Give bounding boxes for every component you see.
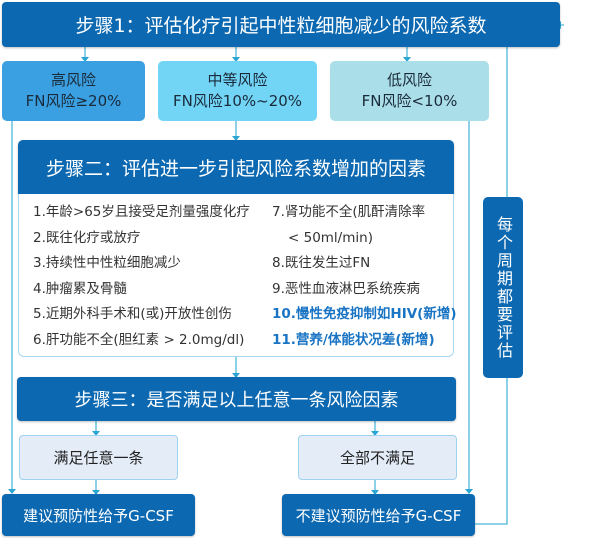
cycle-note-box: 每个周期都要评估 [483,197,523,378]
factor-item: < 50ml/min) [288,229,373,246]
step1-header: 步骤1：评估化疗引起中性粒细胞减少的风险系数 [2,2,560,47]
branch-no-box: 全部不满足 [298,435,457,480]
factor-item: 3.持续性中性粒细胞减少 [33,255,181,271]
factor-item: 4.肿瘤累及骨髓 [33,280,127,297]
branch-yes-label: 满足任意一条 [53,449,144,467]
branch-yes-box: 满足任意一条 [19,435,178,480]
factor-item: 1.年龄>65岁且接受足剂量强度化疗 [33,204,250,220]
risk-name: 中等风险 [207,71,268,89]
factor-item: 5.近期外科手术和(或)开放性创伤 [33,306,232,322]
factor-item: 2.既往化疗或放疗 [33,229,141,246]
risk-factor-panel: 1.年龄>65岁且接受足剂量强度化疗 2.既往化疗或放疗 3.持续性中性粒细胞减… [18,194,457,357]
risk-high-box: 高风险 FN风险≥20% [2,61,145,121]
factor-item: 7.肾功能不全(肌酐清除率 [272,204,426,220]
outcome-not-recommend-label: 不建议预防性给予G-CSF [295,506,462,525]
outcome-recommend-label: 建议预防性给予G-CSF [23,506,174,525]
step2-header: 步骤二：评估进一步引起风险系数增加的因素 [18,140,454,194]
step1-title: 步骤1：评估化疗引起中性粒细胞减少的风险系数 [75,15,487,37]
factor-item-new: 11.营养/体能状况差(新增) [272,331,435,348]
branch-no-label: 全部不满足 [339,449,415,467]
outcome-recommend-box: 建议预防性给予G-CSF [2,494,195,536]
cycle-note: 每个周期都要评估 [494,215,513,360]
risk-criteria: FN风险≥20% [25,92,122,110]
risk-criteria: FN风险<10% [361,92,458,110]
step3-title: 步骤三：是否满足以上任意一条风险因素 [74,390,399,411]
factor-list-left: 1.年龄>65岁且接受足剂量强度化疗 2.既往化疗或放疗 3.持续性中性粒细胞减… [33,200,250,353]
risk-medium-box: 中等风险 FN风险10%~20% [158,61,317,121]
factor-item: 9.恶性血液淋巴系统疾病 [272,280,420,297]
step3-header: 步骤三：是否满足以上任意一条风险因素 [17,377,456,421]
factor-item-new: 10.慢性免疫抑制如HIV(新增) [272,306,457,322]
factor-list-right: 7.肾功能不全(肌酐清除率 < 50ml/min) 8.既往发生过FN 9.恶性… [272,200,457,353]
step2-title: 步骤二：评估进一步引起风险系数增加的因素 [45,157,426,180]
risk-low-box: 低风险 FN风险<10% [330,61,489,121]
factor-item: 6.肝功能不全(胆红素 > 2.0mg/dl) [33,331,245,348]
outcome-not-recommend-box: 不建议预防性给予G-CSF [282,494,475,536]
risk-name: 高风险 [50,71,96,89]
risk-criteria: FN风险10%~20% [172,92,303,110]
factor-item: 8.既往发生过FN [272,255,371,271]
risk-name: 低风险 [386,71,432,89]
